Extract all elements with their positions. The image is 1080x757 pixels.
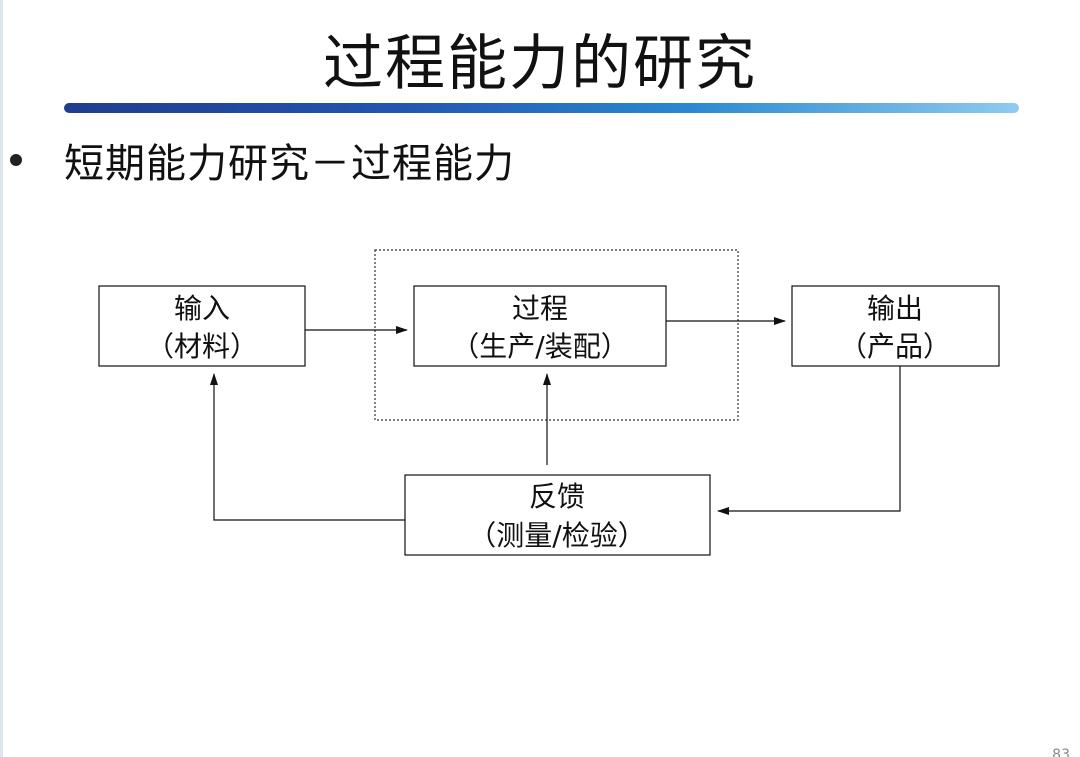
node-process-line1: 过程 [512,292,568,325]
process-boundary-dotted [374,249,739,421]
node-input-line1: 输入 [174,292,230,325]
edge-feedback-to-input [210,373,405,521]
node-feedback-line2: （测量/检验） [468,519,645,552]
node-feedback-line1: 反馈 [529,480,585,513]
bullet-dot-icon [10,154,22,166]
node-input-line2: （材料） [146,330,258,363]
node-input: 输入 （材料） [98,285,306,367]
slide-title: 过程能力的研究 [323,29,757,99]
node-output-box [791,285,1000,367]
title-underline-bar [64,103,1019,113]
edge-output-to-feedback [717,366,901,515]
bullet-item: 短期能力研究－过程能力 [10,132,515,188]
node-feedback-box [404,474,711,556]
page-number: 83 [1052,747,1070,757]
node-process-line2: （生产/装配） [451,330,628,363]
node-input-box [98,285,306,367]
node-output: 输出 （产品） [791,285,1000,367]
node-feedback: 反馈 （测量/检验） [404,474,711,556]
slide-left-edge [0,0,3,757]
bullet-text: 短期能力研究－过程能力 [64,141,515,187]
node-process: 过程 （生产/装配） [413,285,667,367]
node-output-line2: （产品） [839,330,951,363]
node-process-box [413,285,667,367]
node-output-line1: 输出 [867,292,923,325]
